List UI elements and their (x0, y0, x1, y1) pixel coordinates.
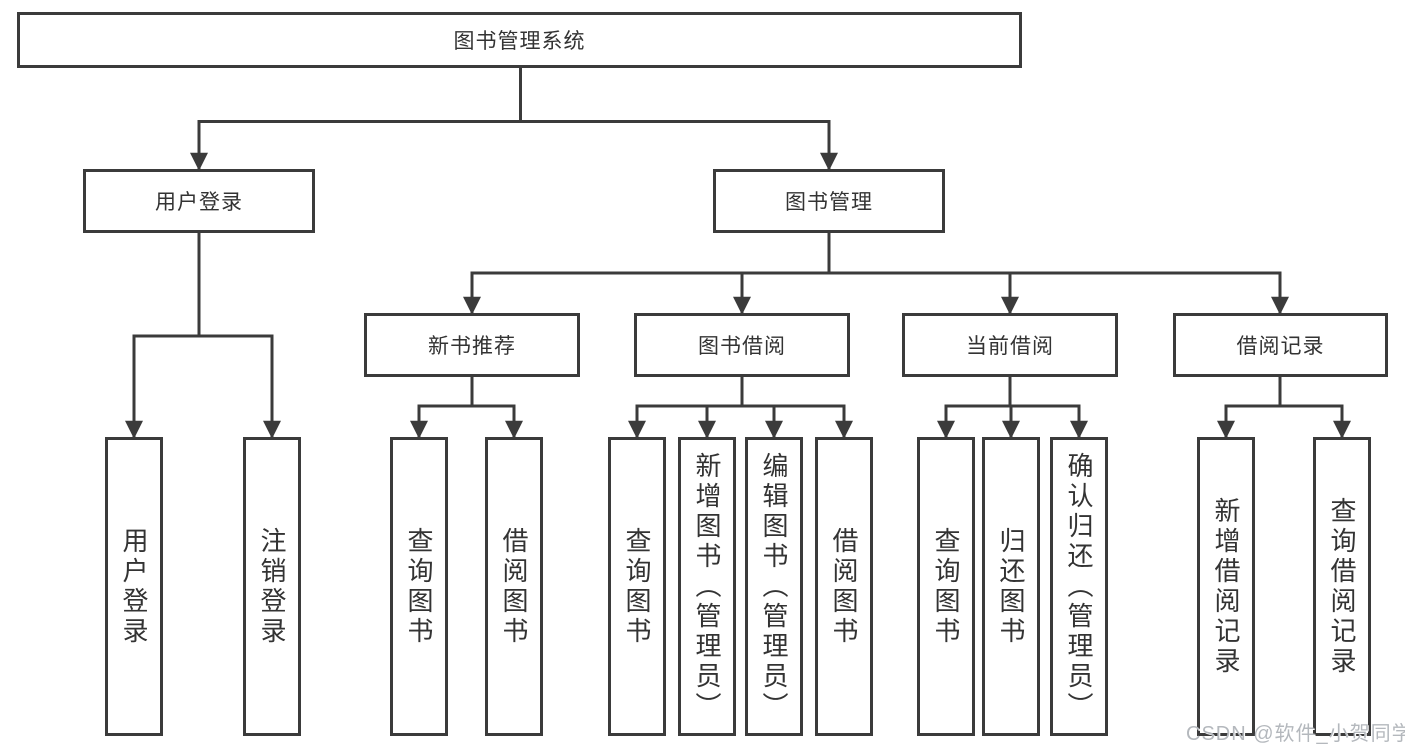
node-user-login: 用户登录 (83, 169, 315, 233)
node-label: 图书管理 (785, 191, 873, 214)
leaf-confirm-return-admin: 确认归还（管理员） (1050, 437, 1108, 736)
node-borrowing-records: 借阅记录 (1173, 313, 1388, 377)
leaf-label: 查询图书 (622, 526, 652, 647)
leaf-edit-book-admin: 编辑图书（管理员） (745, 437, 803, 736)
leaf-user-login: 用户登录 (105, 437, 163, 736)
leaf-label: 借阅图书 (829, 526, 859, 647)
csdn-watermark: CSDN @软件_小贺同学 (1186, 723, 1405, 745)
leaf-add-book-admin: 新增图书（管理员） (678, 437, 736, 736)
leaf-label: 编辑图书（管理员） (759, 451, 789, 722)
node-library-management-system: 图书管理系统 (17, 12, 1022, 68)
leaf-query-borrow-record: 查询借阅记录 (1313, 437, 1371, 736)
node-label: 新书推荐 (428, 335, 516, 358)
leaf-logout: 注销登录 (243, 437, 301, 736)
node-label: 当前借阅 (966, 335, 1054, 358)
node-label: 图书管理系统 (453, 30, 586, 53)
leaf-add-borrow-record: 新增借阅记录 (1197, 437, 1255, 736)
leaf-label: 用户登录 (119, 526, 149, 647)
leaf-label: 确认归还（管理员） (1064, 451, 1094, 722)
leaf-query-books-recommend: 查询图书 (390, 437, 448, 736)
leaf-return-books: 归还图书 (982, 437, 1040, 736)
leaf-query-books-borrow: 查询图书 (608, 437, 666, 736)
leaf-borrow-books: 借阅图书 (815, 437, 873, 736)
leaf-query-books-current: 查询图书 (917, 437, 975, 736)
node-label: 图书借阅 (698, 335, 786, 358)
leaf-label: 新增图书（管理员） (692, 451, 722, 722)
node-label: 借阅记录 (1236, 335, 1325, 358)
connector-group (125, 68, 1351, 439)
leaf-label: 查询图书 (931, 526, 961, 647)
node-book-borrowing: 图书借阅 (634, 313, 850, 377)
leaf-label: 借阅图书 (499, 526, 529, 647)
leaf-label: 新增借阅记录 (1211, 496, 1241, 677)
node-new-book-recommend: 新书推荐 (364, 313, 580, 377)
leaf-label: 注销登录 (257, 526, 287, 647)
node-book-management: 图书管理 (713, 169, 945, 233)
leaf-borrow-books-recommend: 借阅图书 (485, 437, 543, 736)
node-label: 用户登录 (155, 191, 243, 214)
leaf-label: 查询借阅记录 (1327, 496, 1357, 677)
leaf-label: 查询图书 (404, 526, 434, 647)
node-current-borrowing: 当前借阅 (902, 313, 1118, 377)
leaf-label: 归还图书 (996, 526, 1026, 647)
